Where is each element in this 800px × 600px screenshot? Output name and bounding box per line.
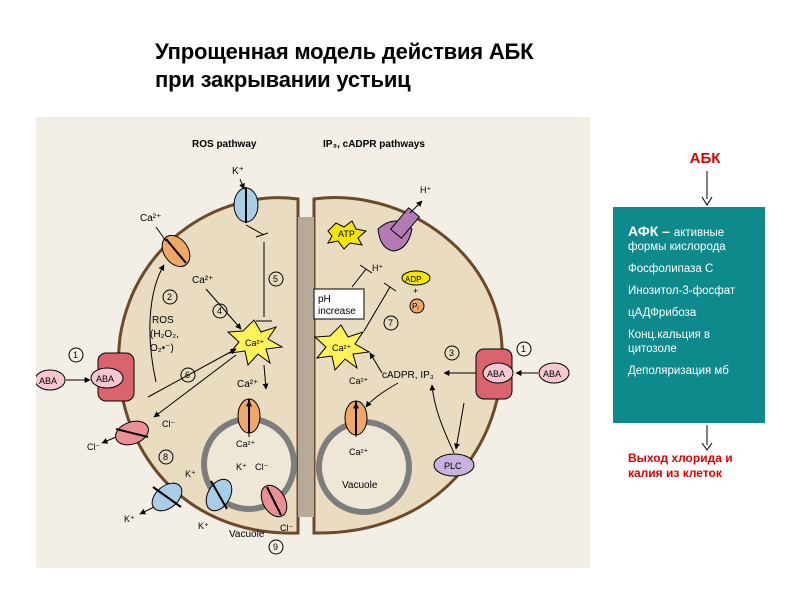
ph-line-2: increase (318, 306, 356, 317)
ca-out-label: Ca²⁺ (140, 213, 161, 224)
step-9: 9 (273, 542, 278, 552)
arrow-to-legend (701, 171, 713, 206)
ca-star-right-label: Ca²⁺ (332, 343, 352, 353)
adp-oval (401, 270, 431, 286)
aba-free-right-label: ABA (543, 369, 561, 379)
step-8: 8 (163, 452, 168, 462)
step-markers (68, 271, 532, 555)
ca-vacuole-right-label: Ca²⁺ (349, 447, 369, 457)
ca-vacuole-left-label: Ca²⁺ (236, 439, 256, 449)
ca-right-mid-label: Ca²⁺ (349, 376, 369, 386)
atp-star (327, 220, 368, 250)
right-vacuole-label: Vacuole (342, 480, 378, 491)
k-vacuole-label: K⁺ (236, 462, 247, 472)
legend-item-plc: Фосфолипаза С (628, 263, 714, 275)
ph-increase-box (313, 288, 365, 320)
legend-item-ros: АФК – активные формы кислорода (628, 223, 726, 253)
ip3-pathway-label: IP₃, cADPR pathways (323, 139, 425, 150)
aba-free-right (538, 362, 570, 384)
aba-bound-left (90, 367, 124, 389)
k-top-label: K⁺ (232, 166, 244, 177)
step-5: 5 (273, 274, 278, 284)
ros-line-2: (H₂O₂, (150, 329, 179, 340)
cl-vacuole-out-label: Cl⁻ (280, 523, 293, 533)
ca-star-right (313, 324, 371, 372)
ca-left-mid-label: Ca²⁺ (237, 379, 258, 390)
pi-label: Pᵢ (412, 302, 419, 311)
right-vacuole (316, 419, 412, 515)
step-6: 6 (185, 370, 190, 380)
atp-label: ATP (338, 229, 355, 239)
aba-bound-right (482, 362, 514, 384)
ca-star-left (226, 319, 284, 367)
plc-oval (433, 453, 475, 477)
legend-box: АФК – активные формы кислорода Фосфолипа… (613, 207, 765, 423)
step-1-right: 1 (521, 344, 526, 354)
slide-title: Упрощенная модель действия АБК при закры… (155, 38, 675, 94)
step-7: 7 (388, 318, 393, 328)
legend-item-cadpr: цАДФрибоза (628, 307, 697, 319)
pi-circle (409, 298, 425, 314)
ros-line-1: ROS (152, 315, 174, 326)
guard-cell-diagram: ROS pathway IP₃, cADPR pathways Vacuole … (36, 117, 590, 568)
h-in-label: H⁺ (372, 263, 383, 273)
ca-star-left-label: Ca²⁺ (245, 338, 265, 348)
stomatal-pore (298, 217, 314, 517)
ca-in-label: Ca²⁺ (192, 275, 213, 286)
step-1-left: 1 (73, 350, 78, 360)
ph-line-1: pH (318, 294, 331, 305)
cl-vacuole-label: Cl⁻ (255, 462, 268, 472)
aba-heading: АБК (689, 150, 721, 167)
k-vacuole-out-label: K⁺ (198, 521, 209, 531)
ros-pathway-label: ROS pathway (192, 139, 257, 150)
ros-line-3: O₂•⁻) (150, 343, 174, 354)
aba-free-left-label: ABA (39, 376, 57, 386)
cl-out-label: Cl⁻ (87, 442, 100, 452)
adp-label: ADP (405, 275, 421, 284)
legend-item-depolarization: Деполяризация мб (628, 365, 729, 377)
step-2: 2 (167, 292, 172, 302)
k-left-in-label: K⁺ (185, 469, 196, 479)
cl-in-label: Cl⁻ (162, 419, 175, 429)
step-3: 3 (449, 348, 454, 358)
aba-bound-right-label: ABA (487, 369, 505, 379)
title-line-2: при закрывании устьиц (155, 67, 411, 92)
result-text: Выход хлорида и калия из клеток (628, 451, 733, 480)
k-left-out-label: K⁺ (124, 514, 135, 524)
h-out-label: H⁺ (420, 185, 431, 195)
title-line-1: Упрощенная модель действия АБК (155, 39, 534, 64)
arrow-to-result (701, 425, 713, 451)
step-4: 4 (217, 306, 222, 316)
legend-item-calcium: Конц.кальция в цитозоле (628, 329, 711, 355)
legend-item-ip3: Инозитол-3-фосфат (628, 285, 736, 297)
cadpr-ip3-label: cADPR, IP₃ (382, 370, 434, 381)
adp-plus: + (413, 286, 418, 296)
aba-free-left (36, 369, 66, 391)
plc-label: PLC (444, 461, 462, 471)
aba-bound-left-label: ABA (96, 374, 114, 384)
left-vacuole-label: Vacuole (229, 529, 265, 540)
